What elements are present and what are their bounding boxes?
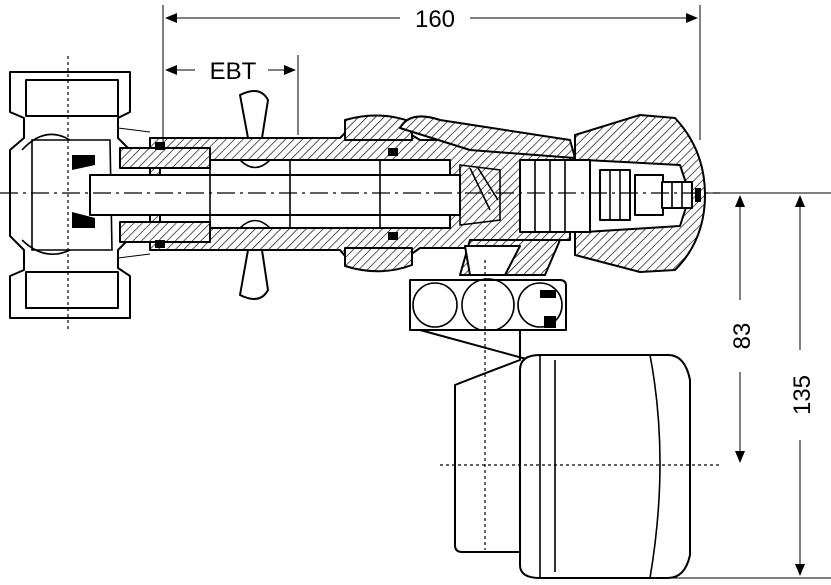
actuator-cap <box>519 354 691 579</box>
locking-ring <box>239 90 269 300</box>
dimension-135: 135 <box>590 195 831 579</box>
dimension-ebt: EBT <box>165 55 299 135</box>
thermostatic-head <box>459 114 706 273</box>
tee-fitting <box>9 56 156 330</box>
lower-valve-block <box>409 260 567 553</box>
valve-body <box>89 114 571 273</box>
dimension-135-label: 135 <box>789 375 816 415</box>
dimension-83-label: 83 <box>729 323 756 350</box>
dimension-160: 160 <box>162 5 701 145</box>
dimension-ebt-label: EBT <box>210 58 257 85</box>
dimension-83: 83 <box>705 192 831 463</box>
dimension-160-label: 160 <box>415 6 455 33</box>
